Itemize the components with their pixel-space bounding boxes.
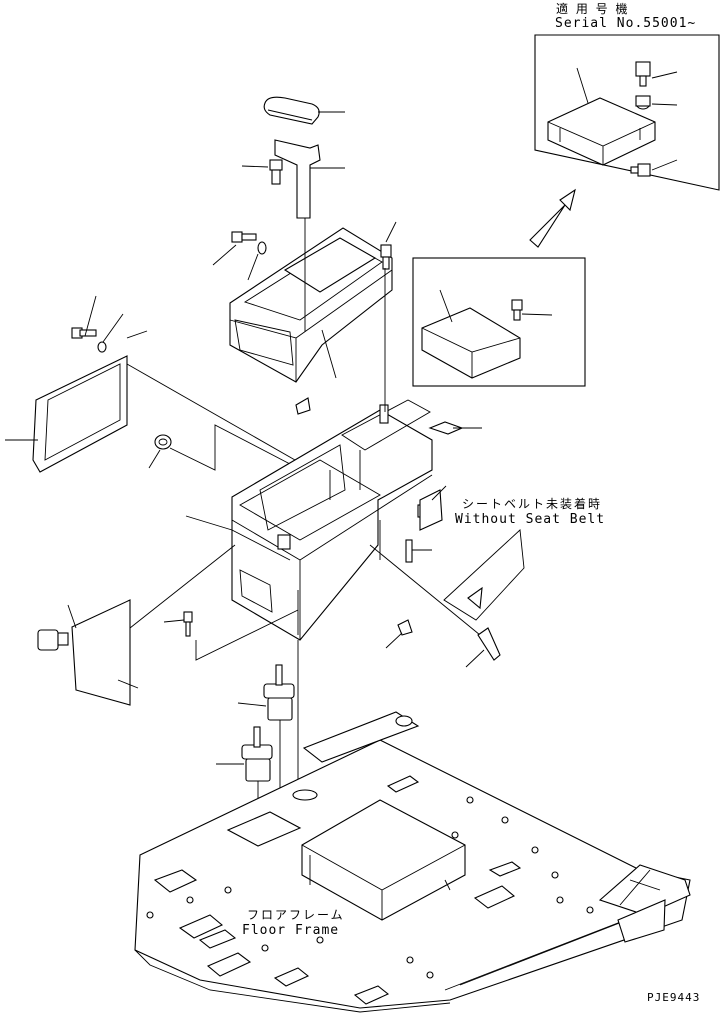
floor-frame — [134, 711, 691, 1013]
variant-arrow — [529, 188, 576, 248]
clip — [295, 397, 311, 415]
seatbelt-jp-label: シートベルト未装着時 — [462, 497, 603, 511]
side-bolts — [71, 295, 124, 353]
standard-cover-inset — [412, 257, 586, 387]
side-panel — [5, 330, 296, 473]
serial-variant-inset — [534, 34, 720, 191]
seatbelt-en-label: Without Seat Belt — [455, 512, 606, 527]
grommet — [148, 424, 291, 471]
switch-lower — [216, 726, 273, 830]
armrest-pad — [263, 96, 345, 125]
upper-stay — [241, 139, 345, 219]
floor-frame-en-label: Floor Frame — [242, 923, 340, 938]
drawing-code-label: PJE9443 — [647, 991, 701, 1004]
floor-frame-jp-label: フロアフレーム — [247, 908, 345, 922]
lower-left-parts — [37, 544, 299, 706]
console-frame — [185, 399, 433, 641]
applicable-serial-jp-label: 適 用 号 機 — [556, 2, 630, 16]
cover-bolts — [212, 221, 397, 281]
lever-and-brackets — [369, 421, 525, 668]
applicable-serial-en-label: Serial No.55001~ — [555, 16, 697, 31]
console-cover — [229, 227, 393, 383]
